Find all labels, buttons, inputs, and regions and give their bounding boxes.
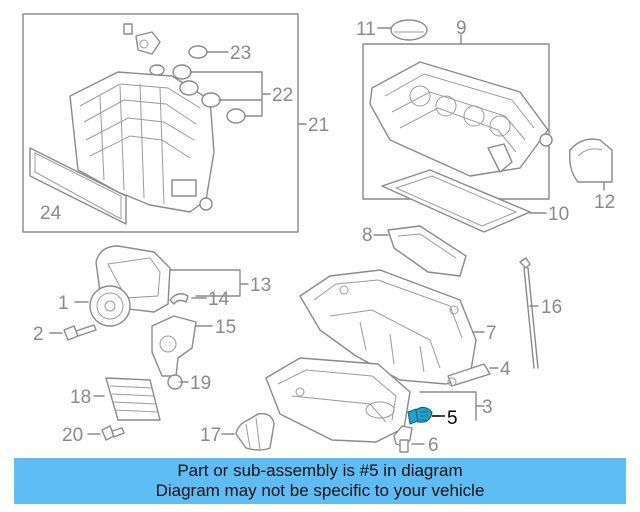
intake-gasket — [29, 147, 127, 225]
timing-cover — [568, 138, 613, 183]
callout-13: 13 — [250, 275, 271, 296]
valve-cover — [369, 61, 553, 177]
callout-4: 4 — [500, 359, 511, 380]
callout-1: 1 — [58, 293, 69, 314]
baffle-plate — [387, 225, 467, 277]
info-banner: Part or sub-assembly is #5 in diagram Di… — [14, 458, 626, 504]
callout-23: 23 — [230, 43, 251, 64]
callout-8: 8 — [362, 225, 373, 246]
callout-6: 6 — [428, 435, 439, 456]
callout-11: 11 — [356, 19, 376, 40]
callout-2: 2 — [33, 324, 44, 345]
seal-14 — [169, 293, 189, 305]
banner-line-1: Part or sub-assembly is #5 in diagram — [177, 461, 463, 480]
intake-manifold — [69, 71, 215, 213]
callout-19: 19 — [190, 373, 211, 394]
intake-sensor — [123, 23, 161, 55]
drain-plug-6 — [393, 425, 413, 453]
callout-22: 22 — [272, 85, 293, 106]
callout-9: 9 — [456, 18, 467, 39]
thermostat-housing — [151, 315, 197, 377]
callout-16: 16 — [541, 297, 562, 318]
bolt-2 — [63, 324, 97, 341]
callout-21: 21 — [308, 115, 329, 136]
valve-cover-gasket — [381, 169, 531, 233]
oil-cooler — [105, 377, 161, 421]
o-rings — [149, 45, 246, 124]
callout-12: 12 — [594, 192, 615, 213]
crankshaft-pulley — [89, 285, 131, 327]
callout-17: 17 — [200, 425, 221, 446]
banner-line-2: Diagram may not be specific to your vehi… — [155, 481, 485, 500]
oil-level-sensor — [447, 363, 491, 387]
callout-15: 15 — [215, 317, 236, 338]
callout-14: 14 — [208, 289, 230, 310]
dipstick — [519, 257, 539, 369]
drain-plug-highlighted — [407, 406, 433, 425]
bolt-20 — [101, 425, 125, 441]
callout-5: 5 — [447, 408, 458, 429]
oil-cap — [390, 19, 428, 41]
intake-manifold-frame — [22, 13, 299, 233]
parts-diagram: 1 2 3 4 5 6 7 8 9 10 11 12 13 14 15 16 1… — [22, 13, 615, 456]
callout-7: 7 — [486, 323, 497, 344]
callout-3: 3 — [482, 397, 493, 418]
callout-24: 24 — [40, 203, 62, 224]
oil-filter — [235, 413, 275, 451]
callout-20: 20 — [62, 425, 83, 446]
callout-18: 18 — [70, 387, 91, 408]
callout-10: 10 — [548, 204, 569, 225]
